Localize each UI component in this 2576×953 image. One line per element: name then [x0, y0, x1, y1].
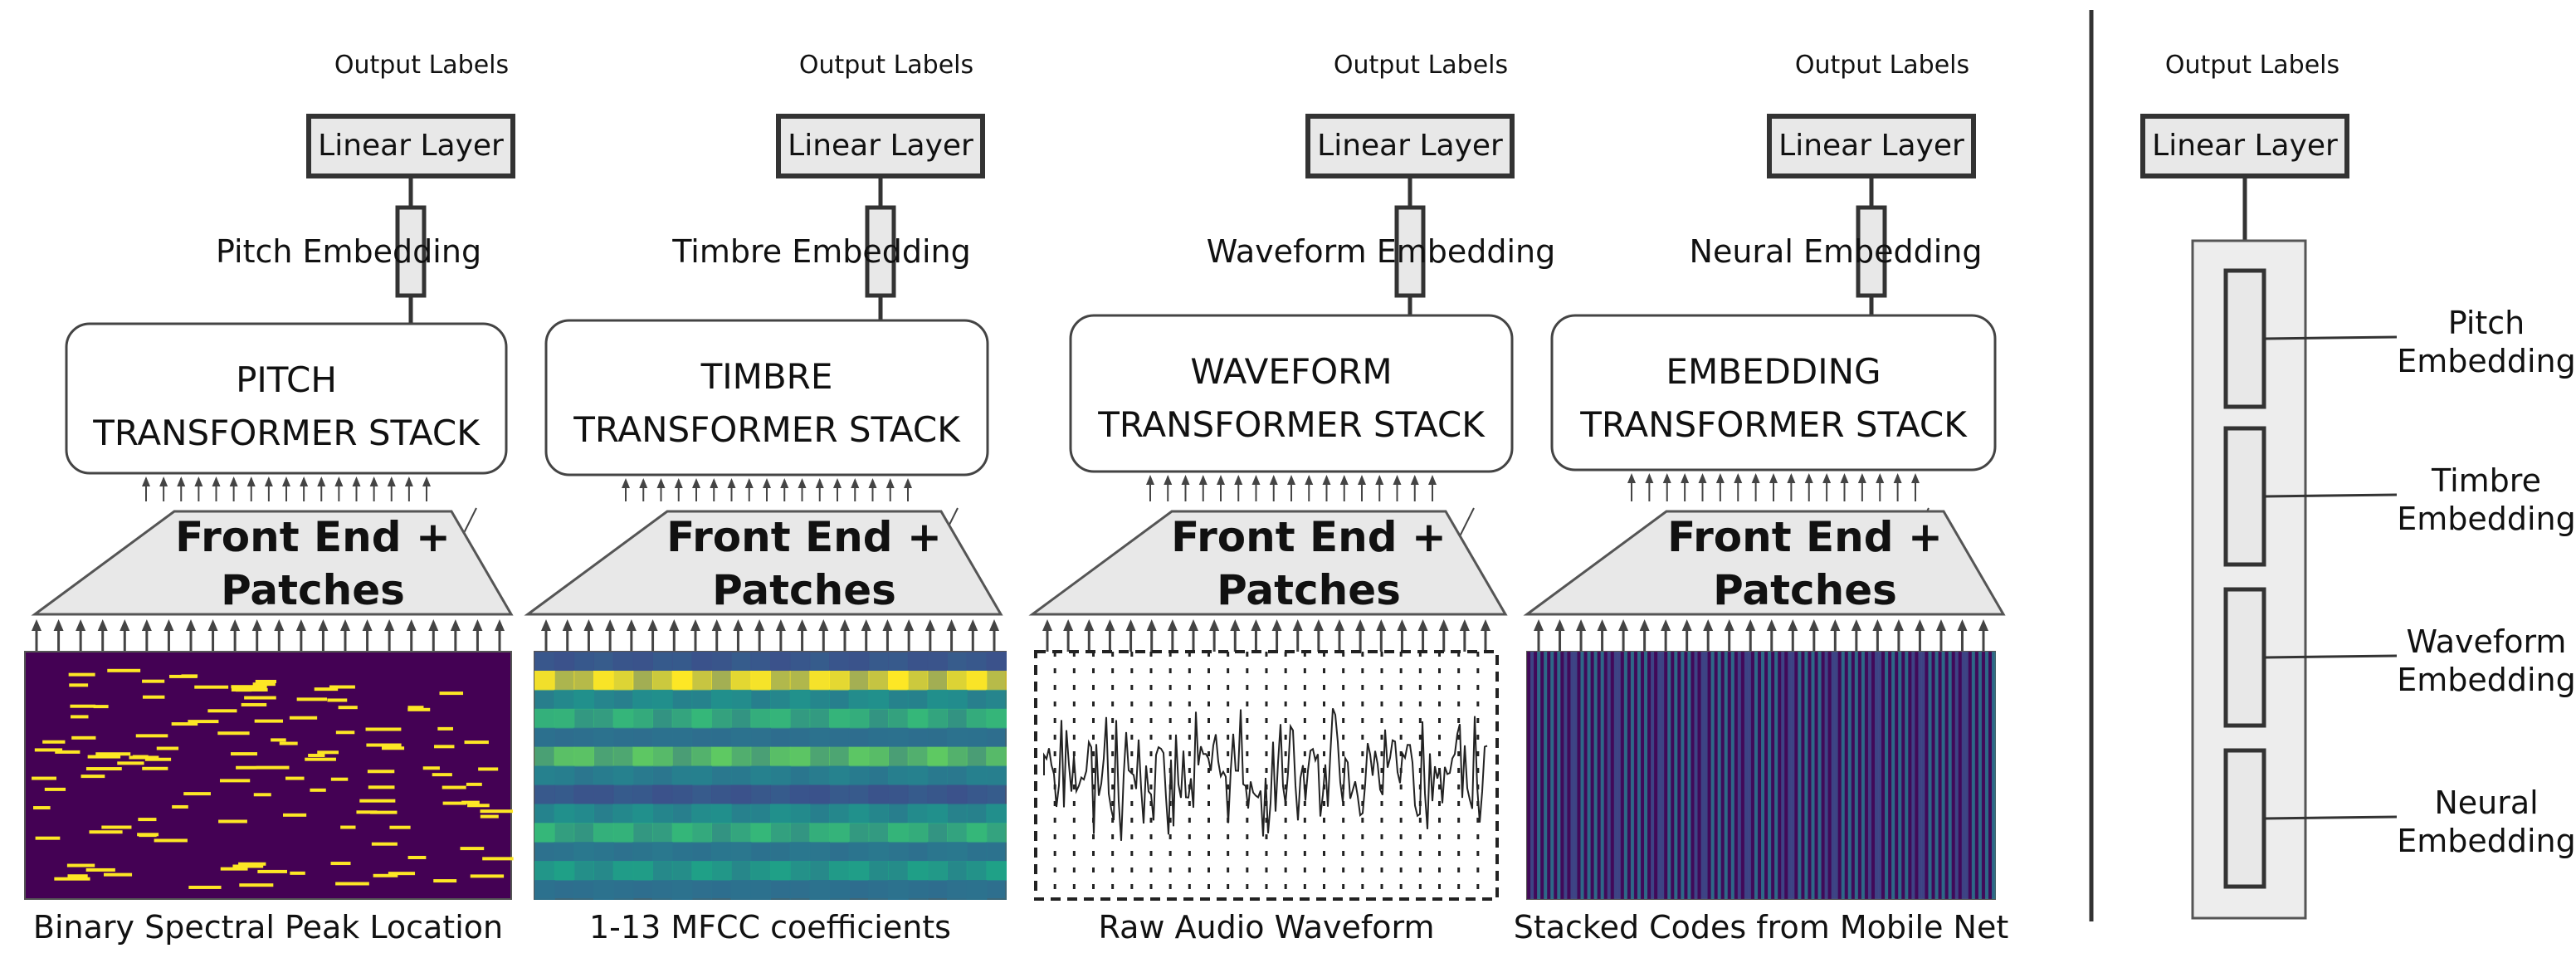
embedding-vector	[865, 205, 896, 298]
embedding-vector	[2223, 426, 2266, 567]
front-end-title: Front End +	[175, 513, 451, 561]
combined-embedding-label-line1: Timbre	[2431, 462, 2541, 499]
combined-embedding-label-line2: Embedding	[2397, 662, 2576, 698]
embedding-vector	[1394, 205, 1426, 298]
embedding-leader-line	[2263, 815, 2398, 820]
embedding-label: Waveform Embedding	[1207, 233, 1556, 270]
combined-embedding-label-line2: Embedding	[2397, 501, 2576, 537]
transformer-stack-box	[1069, 314, 1514, 473]
linear-layer-label: Linear Layer	[788, 129, 973, 163]
embedding-leader-line	[2263, 654, 2398, 659]
front-end-subtitle: Patches	[1217, 566, 1401, 614]
transformer-stack-box	[544, 319, 989, 476]
linear-layer-label: Linear Layer	[1317, 129, 1503, 163]
front-end-title: Front End +	[666, 513, 942, 561]
input-image-waveform	[1034, 650, 1499, 901]
combined-section: Output Labels Linear Layer PitchEmbeddin…	[2140, 51, 2576, 920]
front-end-trapezoid	[524, 510, 1003, 616]
patch-arrows	[1146, 475, 1437, 501]
patch-arrows	[1627, 473, 1920, 501]
embedding-vector	[2223, 268, 2266, 409]
front-end-subtitle: Patches	[1713, 566, 1897, 614]
input-arrows	[1534, 619, 1988, 652]
combined-output-label: Output Labels	[2165, 51, 2339, 80]
output-labels-text: Output Labels	[1795, 51, 1969, 80]
input-caption: Raw Audio Waveform	[1099, 909, 1435, 946]
transformer-stack-title: PITCH	[236, 359, 337, 400]
input-caption: Stacked Codes from Mobile Net	[1514, 909, 2009, 946]
combined-embedding-label-line1: Neural	[2434, 784, 2538, 821]
front-end-trapezoid	[1523, 510, 2006, 616]
linear-layer-label: Linear Layer	[1778, 129, 1964, 163]
transformer-stack-title: TIMBRE	[700, 356, 833, 397]
embedding-vector	[395, 205, 427, 298]
front-end-subtitle: Patches	[712, 566, 896, 614]
combined-linear-layer-label: Linear Layer	[2152, 129, 2338, 163]
transformer-stack-subtitle: TRANSFORMER STACK	[1097, 404, 1486, 445]
transformer-stack-title: WAVEFORM	[1190, 351, 1392, 392]
linear-layer-box	[1767, 114, 1976, 178]
transformer-stack-title: EMBEDDING	[1666, 351, 1881, 392]
front-end-trapezoid	[31, 510, 514, 616]
embedding-label: Timbre Embedding	[671, 233, 971, 270]
combined-embedding-label-line1: Waveform	[2407, 623, 2567, 660]
input-arrows	[1042, 619, 1490, 652]
input-image-timbre	[534, 651, 1007, 900]
embedding-leader-line	[2263, 493, 2398, 498]
input-arrows	[32, 619, 505, 652]
input-image-pitch	[24, 651, 514, 900]
output-labels-text: Output Labels	[334, 51, 509, 80]
output-labels-text: Output Labels	[1334, 51, 1508, 80]
transformer-stack-subtitle: TRANSFORMER STACK	[1579, 404, 1968, 445]
embedding-label: Pitch Embedding	[216, 233, 481, 270]
front-end-trapezoid	[1028, 510, 1508, 616]
patch-arrows	[142, 476, 431, 501]
transformer-stack-box	[1550, 314, 1997, 472]
combined-embedding-label-line2: Embedding	[2397, 823, 2576, 859]
output-labels-text: Output Labels	[799, 51, 973, 80]
embedding-leader-line	[2263, 335, 2398, 340]
embedding-label: Neural Embedding	[1690, 233, 1983, 270]
input-caption: 1-13 MFCC coefficients	[589, 909, 951, 946]
front-end-title: Front End +	[1667, 513, 1943, 561]
embedding-vector	[2223, 748, 2266, 889]
linear-layer-box	[1305, 114, 1515, 178]
transformer-stack-box	[65, 322, 508, 475]
combined-embedding-label-line2: Embedding	[2397, 343, 2576, 379]
front-end-subtitle: Patches	[221, 566, 405, 614]
transformer-stack-subtitle: TRANSFORMER STACK	[573, 409, 961, 450]
patch-arrows	[622, 478, 912, 501]
front-end-title: Front End +	[1171, 513, 1447, 561]
input-image-neural	[1526, 651, 1996, 900]
transformer-stack-subtitle: TRANSFORMER STACK	[92, 413, 481, 453]
linear-layer-label: Linear Layer	[318, 129, 504, 163]
input-caption: Binary Spectral Peak Location	[33, 909, 503, 946]
embedding-vector	[2223, 587, 2266, 728]
combined-embedding-label-line1: Pitch	[2448, 305, 2525, 341]
input-arrows	[541, 619, 999, 652]
